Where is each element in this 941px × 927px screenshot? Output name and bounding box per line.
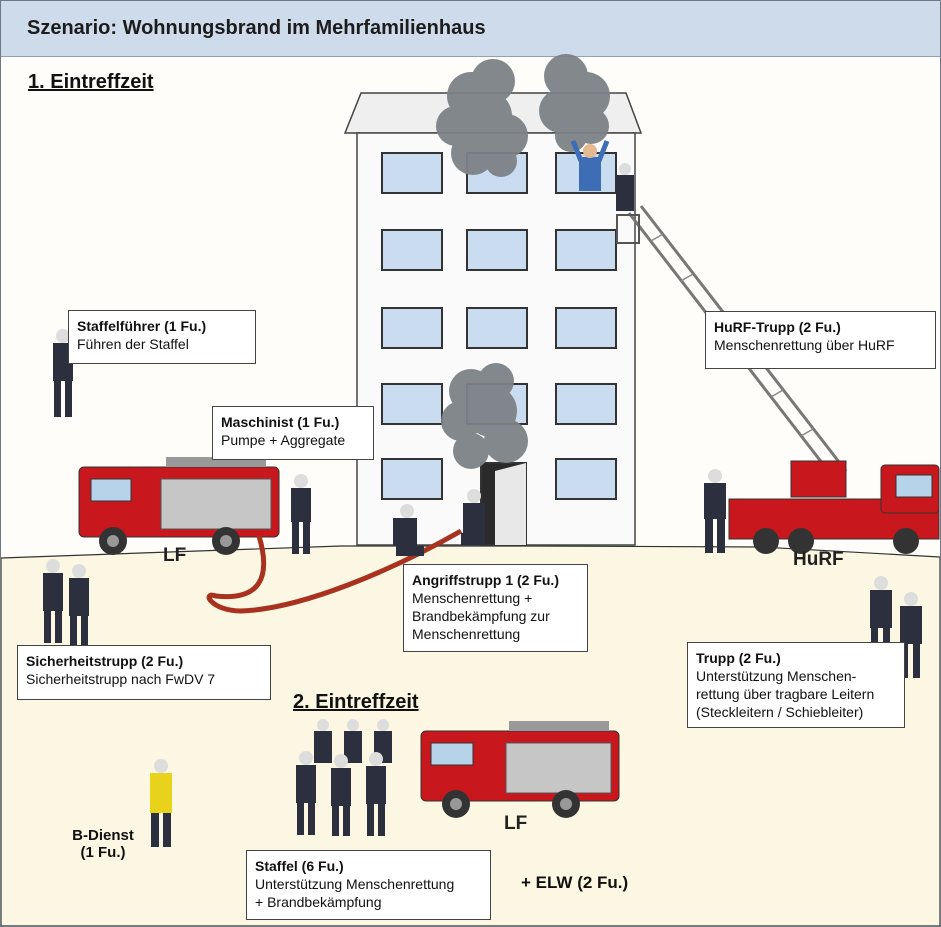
label-text: Pumpe + Aggregate xyxy=(221,432,346,448)
label-text: Unterstützung Menschenrettung + Brandbek… xyxy=(255,876,455,910)
hose-icon xyxy=(206,528,463,614)
label-trupp: Trupp (2 Fu.) Unterstützung Menschen- re… xyxy=(687,642,905,728)
label-title: Sicherheitstrupp (2 Fu.) xyxy=(26,653,184,669)
fire-truck-2-icon xyxy=(420,721,620,818)
elw-label: + ELW (2 Fu.) xyxy=(521,873,629,892)
label-title: Staffel (6 Fu.) xyxy=(255,858,344,874)
label-title: Maschinist (1 Fu.) xyxy=(221,414,340,430)
label-text: Sicherheitstrupp nach FwDV 7 xyxy=(26,671,216,687)
title-bar: Szenario: Wohnungsbrand im Mehrfamilienh… xyxy=(1,1,940,57)
page-title: Szenario: Wohnungsbrand im Mehrfamilienh… xyxy=(27,17,486,39)
person-in-window-icon xyxy=(570,140,610,191)
fire-truck-icon xyxy=(78,457,280,555)
b-dienst-label: B-Dienst (1 Fu.) xyxy=(72,827,134,861)
building-icon xyxy=(343,92,643,546)
label-title: Angriffstrupp 1 (2 Fu.) xyxy=(412,572,559,588)
smoke-cloud-icon xyxy=(436,54,610,469)
label-angriffstrupp: Angriffstrupp 1 (2 Fu.) Menschenrettung … xyxy=(403,564,588,652)
vehicle-label-lf: LF xyxy=(163,545,187,566)
label-text: Menschenrettung + Brandbekämpfung zur Me… xyxy=(412,590,550,642)
section-heading-1: 1. Eintreffzeit xyxy=(28,71,154,93)
label-hurf-trupp: HuRF-Trupp (2 Fu.) Menschenrettung über … xyxy=(705,311,936,369)
label-sicherheitstrupp: Sicherheitstrupp (2 Fu.) Sicherheitstrup… xyxy=(17,645,271,700)
label-text: Menschenrettung über HuRF xyxy=(714,337,895,353)
label-text: Unterstützung Menschen- rettung über tra… xyxy=(696,668,875,720)
label-text: Führen der Staffel xyxy=(77,336,189,352)
label-staffel: Staffel (6 Fu.) Unterstützung Menschenre… xyxy=(246,850,491,920)
label-title: HuRF-Trupp (2 Fu.) xyxy=(714,319,841,335)
section-heading-2: 2. Eintreffzeit xyxy=(293,691,419,713)
label-title: Staffelführer (1 Fu.) xyxy=(77,318,207,334)
label-staffelfuehrer: Staffelführer (1 Fu.) Führen der Staffel xyxy=(68,310,256,364)
vehicle-label-hurf: HuRF xyxy=(793,549,844,570)
label-maschinist: Maschinist (1 Fu.) Pumpe + Aggregate xyxy=(212,406,374,460)
label-title: Trupp (2 Fu.) xyxy=(696,650,781,666)
vehicle-label-lf-2: LF xyxy=(504,813,528,834)
aerial-ladder-truck-icon xyxy=(728,460,940,554)
